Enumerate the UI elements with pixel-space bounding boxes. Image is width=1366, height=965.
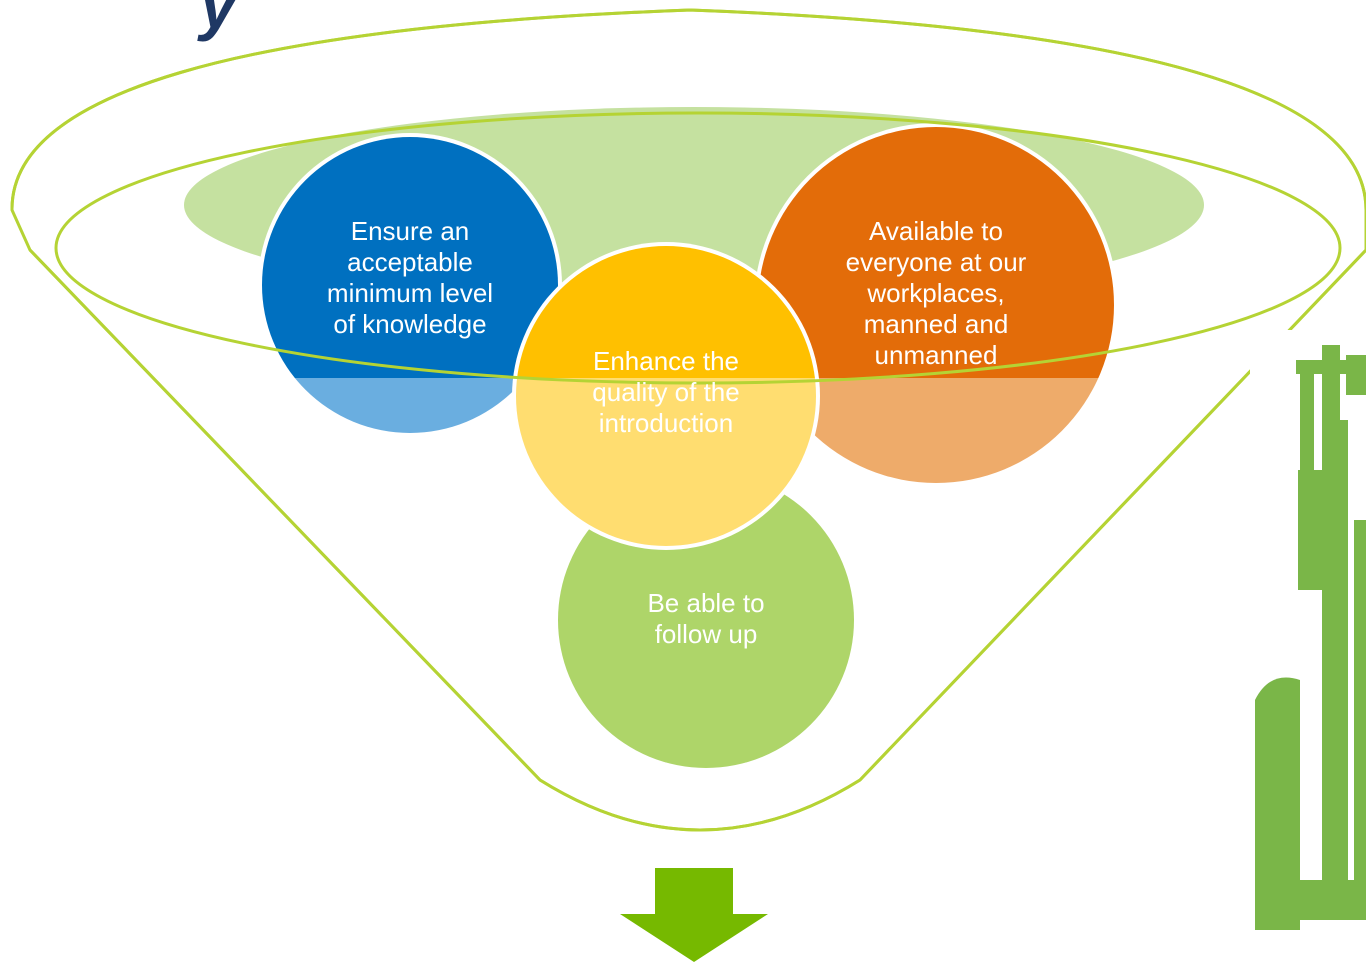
goal-circle-quality xyxy=(512,242,820,550)
goal-label-line: manned and xyxy=(863,309,1009,339)
funnel-rim-inner xyxy=(54,111,1342,385)
goal-label-line: acceptable xyxy=(347,247,473,277)
goal-label-line: unmanned xyxy=(874,340,998,370)
goal-label-line: introduction xyxy=(598,408,734,438)
down-arrow-icon xyxy=(620,868,768,962)
goal-label-line: follow up xyxy=(654,619,758,649)
goal-circle-knowledge xyxy=(258,133,562,437)
goal-label-line: Ensure an xyxy=(350,216,470,246)
funnel-rim-outer xyxy=(10,8,1366,211)
drilling-rig-image xyxy=(1250,330,1366,965)
goal-label-line: quality of the xyxy=(592,377,740,407)
goal-label-line: Enhance the xyxy=(592,346,739,376)
goal-label-line: everyone at our xyxy=(845,247,1027,277)
page-title-fragment: y xyxy=(200,0,237,42)
goal-label-line: Be able to xyxy=(647,588,765,618)
goal-label-line: minimum level xyxy=(326,278,494,308)
goal-label-line: Available to xyxy=(869,216,1003,246)
goal-label-line: of knowledge xyxy=(333,309,487,339)
goal-circle-availability xyxy=(754,123,1118,487)
goal-label-line: workplaces, xyxy=(867,278,1005,308)
funnel-neck xyxy=(28,248,1366,832)
